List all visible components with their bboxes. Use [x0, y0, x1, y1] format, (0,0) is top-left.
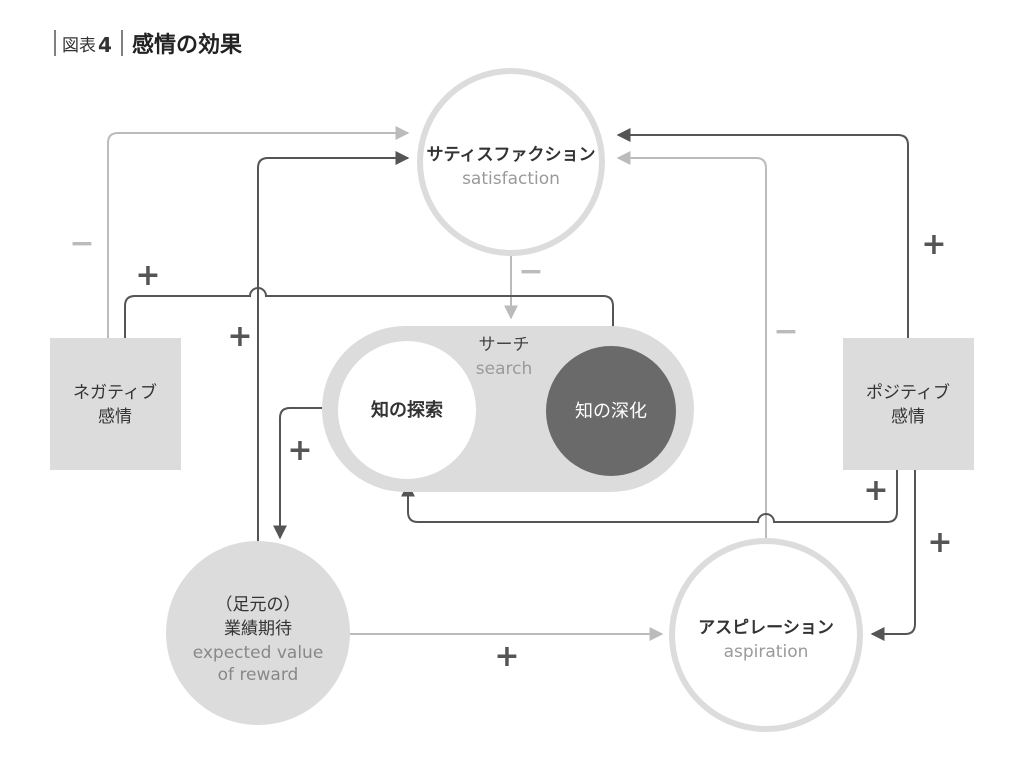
positive-label-2: 感情 — [891, 407, 925, 427]
satisfaction-label-jp: サティスファクション — [427, 145, 596, 165]
aspiration-label-jp: アスピレーション — [698, 618, 834, 638]
sign-plus-expected-satisfaction: + — [227, 319, 252, 354]
search-label-en: search — [476, 359, 532, 379]
arrow-positive-to-aspiration — [870, 470, 916, 641]
arrow-negative-to-exploitation — [124, 287, 614, 345]
node-positive-emotion: ポジティブ 感情 — [843, 338, 974, 470]
positive-label-1: ポジティブ — [866, 382, 950, 403]
satisfaction-label-en: satisfaction — [462, 169, 560, 189]
node-exploration — [338, 341, 476, 479]
node-search: サーチ search 知の探索 知の深化 — [322, 326, 694, 492]
sign-plus-negative-exploitation: + — [135, 258, 160, 293]
negative-label-1: ネガティブ — [73, 382, 157, 403]
node-satisfaction: サティスファクション satisfaction — [417, 68, 605, 256]
arrow-positive-to-satisfaction — [616, 128, 909, 340]
aspiration-label-en: aspiration — [724, 642, 809, 662]
arrow-exploration-to-expected — [273, 407, 326, 540]
expected-label-2: 業績期待 — [224, 619, 292, 639]
sign-plus-positive-exploration: + — [863, 473, 888, 508]
expected-label-1: （足元の） — [216, 595, 301, 615]
arrow-positive-to-exploration — [401, 470, 898, 523]
figure-title: 図表 4 感情の効果 — [54, 30, 242, 58]
title-prefix: 図表 — [62, 36, 96, 56]
sign-plus-positive-aspiration: + — [927, 525, 952, 560]
exploitation-label: 知の深化 — [575, 401, 647, 422]
search-label-jp: サーチ — [479, 335, 530, 355]
sign-minus-satisfaction-search: − — [518, 254, 543, 289]
node-aspiration: アスピレーション aspiration — [669, 538, 863, 732]
sign-minus-aspiration-satisfaction: − — [773, 314, 798, 349]
node-negative-emotion: ネガティブ 感情 — [50, 338, 181, 470]
arrow-expected-to-satisfaction — [257, 151, 410, 545]
sign-plus-expected-aspiration: + — [494, 639, 519, 674]
title-number: 4 — [98, 33, 112, 57]
expected-label-en1: expected value — [193, 643, 324, 663]
title-text: 感情の効果 — [132, 32, 242, 58]
node-expected-value: （足元の） 業績期待 expected value of reward — [166, 541, 350, 725]
negative-label-2: 感情 — [98, 407, 132, 427]
sign-plus-positive-satisfaction: + — [921, 227, 946, 262]
sign-minus-negative-satisfaction: − — [69, 226, 94, 261]
node-exploitation — [546, 346, 676, 476]
sign-plus-exploration-expected: + — [287, 433, 312, 468]
expected-label-en2: of reward — [218, 665, 299, 685]
exploration-label: 知の探索 — [371, 399, 443, 421]
arrow-aspiration-to-satisfaction — [616, 151, 767, 540]
arrow-negative-to-satisfaction — [107, 126, 410, 340]
